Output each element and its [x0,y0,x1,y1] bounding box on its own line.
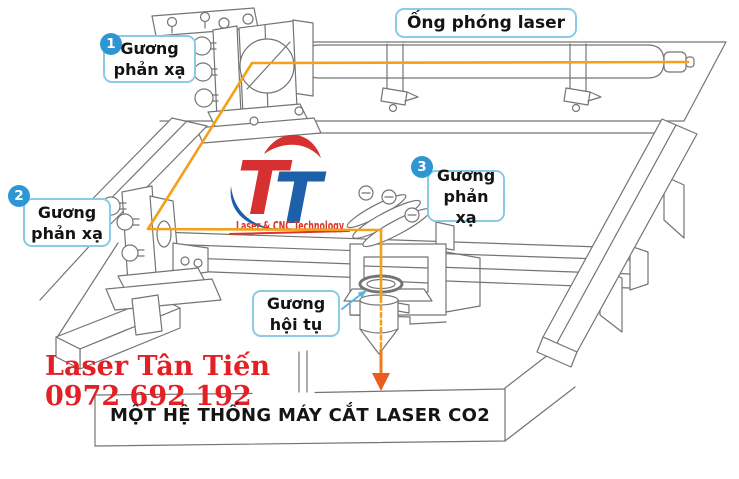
right-rail [536,118,698,368]
diagram-caption: MỘT HỆ THỐNG MÁY CẮT LASER CO2 [109,405,491,426]
gantry-rail [159,231,649,291]
watermark-contact-name: Laser Tân Tiến [45,351,270,382]
badge-mirror-1: 1 [100,33,122,55]
badge-mirror-2: 2 [8,185,30,207]
label-focus-lens: Gương hội tụ [252,290,340,337]
badge-mirror-3: 3 [411,156,433,178]
laser-beam-path [146,60,690,391]
logo-letter-blue: T [274,158,327,240]
beam-arrowhead [372,373,390,391]
laser-head [343,185,481,355]
logo-watermark: T T Laser & CNC Technology [229,134,350,240]
label-laser-tube: Ống phóng laser [395,8,577,38]
watermark-contact-phone: 0972 692 192 [45,381,252,412]
logo-letter-red: T [237,146,293,232]
mirror-1-assembly [192,13,322,144]
label-mirror-2: Gương phản xạ [23,198,111,247]
focus-pointer-arrow [341,290,367,310]
label-mirror-3: Gương phản xạ [427,166,505,227]
laser-tube-drawing [285,43,695,113]
table-front [94,340,576,447]
